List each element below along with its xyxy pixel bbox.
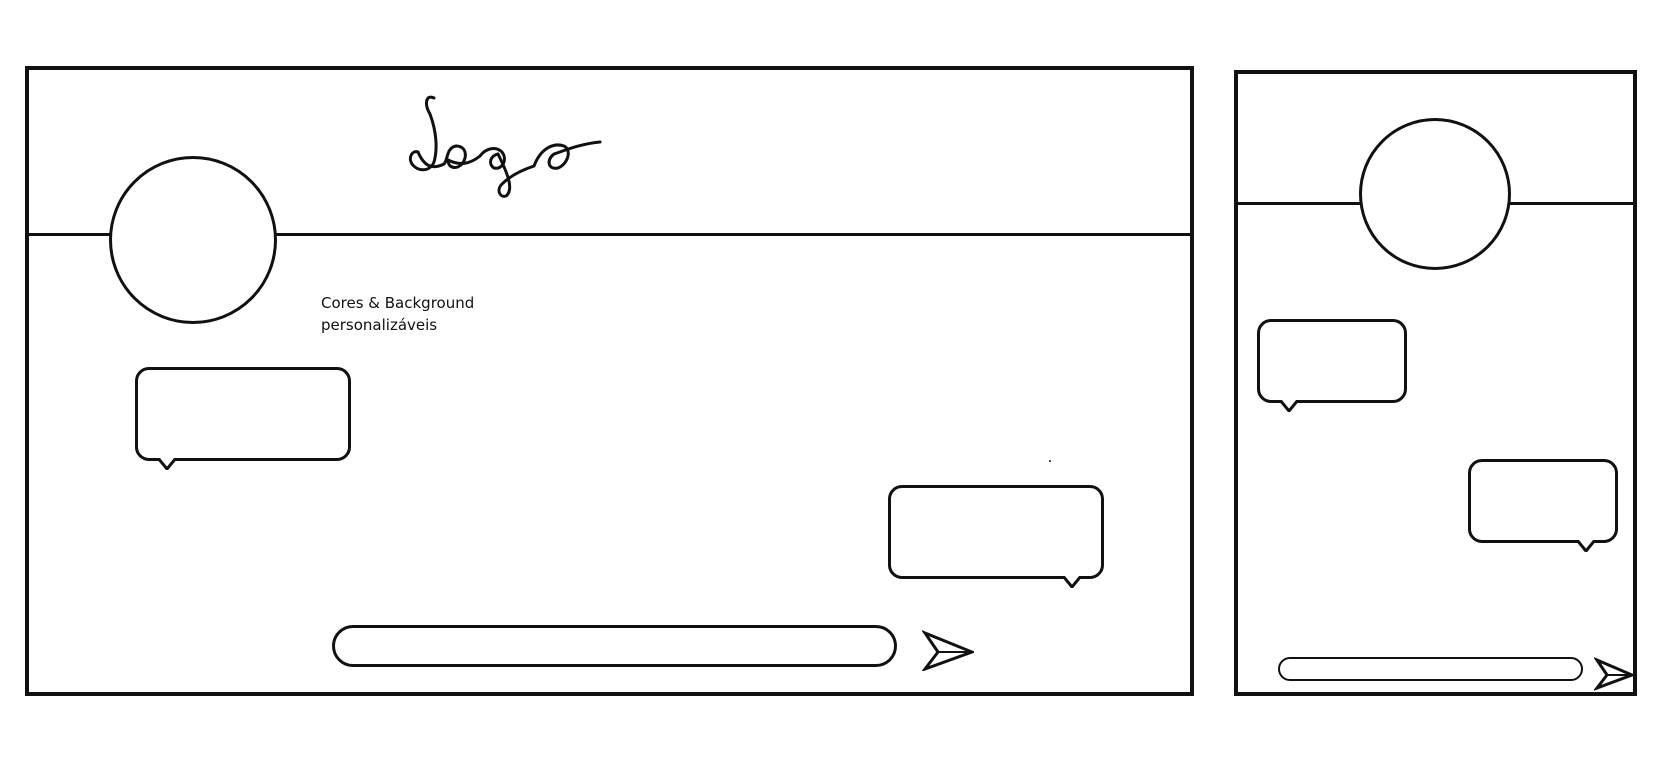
avatar[interactable]	[1359, 118, 1511, 270]
incoming-message-bubble	[1257, 319, 1407, 412]
customization-note: Cores & Background personalizáveis	[321, 292, 521, 336]
header-divider	[29, 233, 1190, 236]
outgoing-message-bubble	[888, 485, 1104, 588]
bubble-tail-icon	[158, 458, 176, 470]
message-input[interactable]	[332, 625, 897, 667]
bubble-tail-icon	[1063, 576, 1081, 588]
send-arrow-icon	[1592, 656, 1637, 692]
logo	[408, 95, 602, 198]
avatar[interactable]	[109, 156, 277, 324]
send-arrow-icon	[920, 629, 977, 673]
bubble-tail-icon	[1280, 400, 1298, 412]
mobile-chat-frame	[1234, 70, 1637, 696]
outgoing-message-bubble	[1468, 459, 1618, 552]
message-input[interactable]	[1278, 657, 1583, 681]
bubble-tail-icon	[1577, 540, 1595, 552]
desktop-chat-frame: Cores & Background personalizáveis	[25, 66, 1194, 696]
send-button[interactable]	[1592, 656, 1637, 692]
incoming-message-bubble	[135, 367, 351, 470]
note-line-1: Cores & Background	[321, 294, 475, 312]
note-line-2: personalizáveis	[321, 316, 438, 334]
send-button[interactable]	[920, 629, 977, 673]
stray-mark	[1049, 460, 1051, 462]
